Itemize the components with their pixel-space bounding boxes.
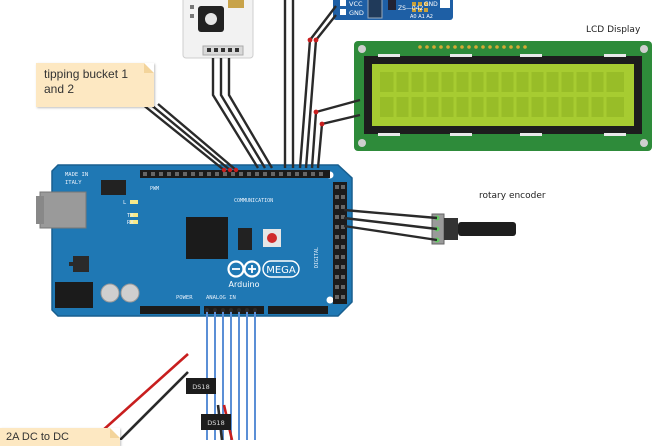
power-note-fold-corner [110, 428, 120, 438]
rtc-address-label: A0 A1 A2 [410, 14, 433, 20]
power-note-text: 2A DC to DC [6, 431, 69, 443]
analog-in-label: ANALOG IN [206, 295, 236, 301]
lcd-display [354, 41, 652, 151]
l-label: L [123, 200, 127, 206]
ds18-chip-2-label: DS18 [207, 419, 224, 427]
digital-label: DIGITAL [314, 247, 320, 268]
tx-label: TX [127, 213, 134, 219]
rtc-module: VCC GND ZS—042 A0 A1 A2 GND [333, 0, 453, 20]
power-label: POWER [176, 295, 193, 301]
lcd-display-label: LCD Display [586, 25, 641, 35]
rtc-gnd-label: GND [349, 9, 364, 17]
arduino-mega-board: MEGA Arduino MADE IN ITALY COMMUNICATION… [36, 164, 353, 317]
power-note: 2A DC to DC [0, 428, 120, 446]
pwm-label: PWM [150, 186, 159, 192]
ds18-chip-1: DS18 [186, 378, 216, 394]
tipping-bucket-note: tipping bucket 1 and 2 [36, 63, 154, 107]
rtc-vcc-label: VCC [349, 0, 363, 8]
board-brand-label: Arduino [229, 280, 260, 289]
note-fold-corner [144, 63, 154, 73]
rtc-gnd-top-label: GND [424, 1, 438, 8]
ds18-chip-1-label: DS18 [192, 383, 209, 391]
sensor-wires [211, 58, 274, 169]
tipping-bucket-note-text: tipping bucket 1 and 2 [44, 67, 129, 96]
analog-pin-dots [205, 308, 257, 312]
communication-label: COMMUNICATION [234, 198, 273, 204]
board-model-label: MEGA [266, 265, 296, 276]
lcd-wires [310, 98, 361, 169]
rotary-encoder-label: rotary encoder [479, 191, 546, 201]
bucket-wires [141, 103, 239, 173]
italy-label: ITALY [65, 180, 82, 186]
rtc-wires [283, 0, 337, 169]
sensor-module [182, 0, 254, 59]
encoder-wires [343, 208, 438, 242]
rx-label: RX [127, 220, 134, 226]
rotary-encoder [431, 213, 516, 245]
rtc-chip-label: ZS—042 [398, 5, 424, 12]
ds18-chip-2: DS18 [201, 414, 231, 430]
made-in-label: MADE IN [65, 172, 88, 178]
arduino-logo-icon [227, 260, 261, 278]
